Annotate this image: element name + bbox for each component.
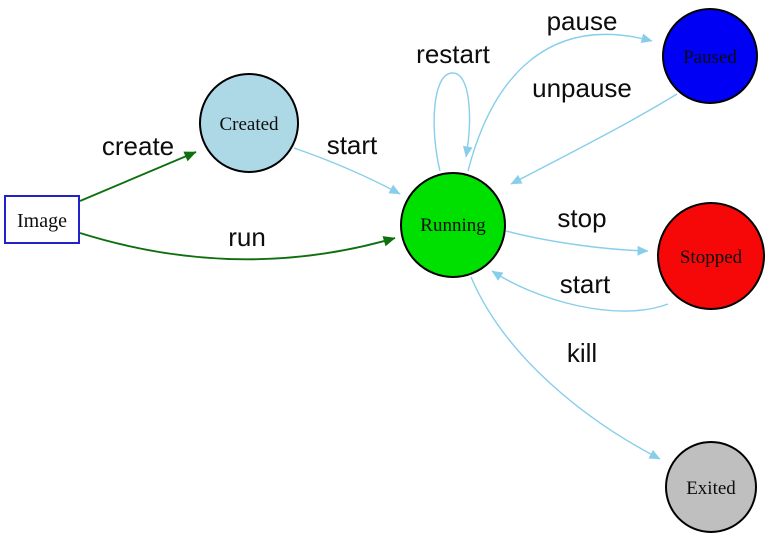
node-running-label: Running [420, 215, 486, 236]
edge-label-start-stopped: start [560, 269, 611, 299]
edge-label-start-created: start [327, 130, 378, 160]
edge-label-stop: stop [557, 203, 606, 233]
edge-label-restart: restart [416, 39, 490, 69]
node-stopped-label: Stopped [680, 247, 743, 268]
node-created-label: Created [219, 114, 279, 135]
edge-kill [470, 276, 661, 460]
edge-label-kill: kill [567, 338, 597, 368]
node-exited: Exited [665, 441, 757, 533]
node-created: Created [199, 73, 299, 173]
edge-unpause [510, 93, 678, 185]
edge-run [79, 232, 396, 261]
edge-start-created [293, 147, 401, 195]
node-running: Running [400, 172, 506, 278]
edge-pause [467, 33, 653, 172]
edge-label-unpause: unpause [532, 73, 632, 103]
node-paused: Paused [662, 8, 758, 104]
node-image: Image [4, 195, 80, 244]
node-paused-label: Paused [683, 47, 737, 68]
edge-label-pause: pause [547, 6, 618, 36]
edge-label-create: create [102, 131, 174, 161]
edge-start-stopped [491, 270, 669, 312]
edge-label-run: run [228, 222, 266, 252]
node-exited-label: Exited [686, 478, 736, 499]
node-stopped: Stopped [657, 202, 765, 310]
edge-restart [433, 72, 473, 172]
node-image-label: Image [17, 210, 67, 232]
edge-create [79, 151, 197, 202]
edge-stop [505, 230, 649, 256]
